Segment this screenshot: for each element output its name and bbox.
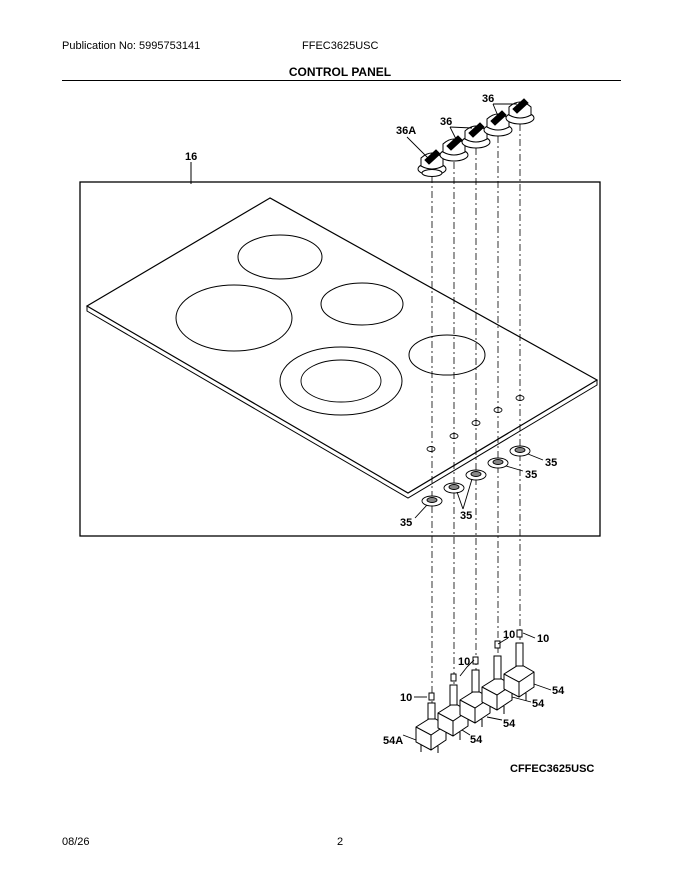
callout-35: 35 (460, 510, 472, 522)
callout-16: 16 (185, 151, 197, 163)
grommet-35 (509, 445, 531, 457)
burner-front-right-outer (279, 346, 403, 416)
knob-36 (505, 98, 535, 125)
callout-35-leader (505, 465, 524, 472)
callout-10: 10 (458, 656, 470, 668)
knob-36 (461, 122, 491, 149)
knob-36 (439, 135, 469, 162)
cooktop-glass (85, 197, 599, 499)
callout-36-top: 36 (482, 93, 494, 105)
callout-35: 35 (545, 457, 557, 469)
callout-54a: 54A (383, 735, 403, 747)
publication-number: Publication No: 5995753141 (62, 40, 201, 52)
callout-10-leader (497, 637, 509, 645)
footer-date: 08/26 (62, 836, 90, 848)
grommet-35 (465, 469, 487, 481)
callout-36-leader (449, 126, 473, 129)
callout-36a: 36A (396, 125, 416, 137)
callout-36-leader (492, 103, 499, 117)
callout-36-leader (449, 126, 457, 140)
header-model-number: FFEC3625USC (302, 40, 379, 52)
callout-54: 54 (552, 685, 565, 697)
callout-35-leader (414, 504, 428, 519)
cooktop-edge (86, 306, 598, 499)
burner-front-right-inner (300, 359, 382, 403)
section-title: CONTROL PANEL (288, 65, 392, 79)
switch-leaders (402, 632, 552, 741)
grommets (421, 445, 531, 507)
grommet-35 (487, 457, 509, 469)
callout-10-leader (459, 666, 468, 677)
knob-36 (483, 110, 513, 137)
callout-54-leader (533, 683, 552, 691)
callout-35-leader (462, 478, 473, 510)
footer-page-number: 2 (337, 836, 344, 848)
burner-rear-left (237, 234, 323, 280)
knob-leaders (406, 103, 517, 159)
alignment-lines (431, 124, 521, 718)
switch-54 (503, 629, 535, 701)
cooktop-top-surface (85, 197, 599, 494)
grommet-35 (443, 482, 465, 494)
burner-right (408, 334, 486, 376)
callout-54: 54 (503, 718, 516, 730)
header-rule (62, 80, 621, 81)
shaft-holes (426, 395, 525, 452)
callout-35: 35 (525, 469, 537, 481)
callout-54-leader (511, 696, 532, 703)
callout-35-leader (456, 491, 464, 510)
callout-10: 10 (503, 629, 515, 641)
diagram-model-code: CFFEC3625USC (510, 763, 595, 775)
callout-10-leader (466, 659, 475, 668)
cooktop-frame-box (79, 181, 601, 537)
callout-54-leader (461, 729, 471, 736)
callout-54-leader (486, 716, 503, 721)
grommet-leaders (414, 453, 544, 519)
callout-10: 10 (537, 633, 549, 645)
shaft-hole (426, 446, 436, 452)
switches (415, 629, 535, 753)
callout-36-middle: 36 (440, 116, 452, 128)
knobs (417, 98, 535, 177)
grommet-35 (421, 495, 443, 507)
callout-54: 54 (532, 698, 545, 710)
callout-54a-leader (402, 734, 417, 741)
callout-35-leader (527, 453, 544, 461)
callout-10: 10 (400, 692, 412, 704)
burner-center (320, 282, 404, 326)
callout-54: 54 (470, 734, 483, 746)
callout-36a-leader (406, 136, 429, 159)
callout-10-leader (522, 632, 536, 639)
callout-35: 35 (400, 517, 412, 529)
burner-front-left (175, 284, 293, 352)
